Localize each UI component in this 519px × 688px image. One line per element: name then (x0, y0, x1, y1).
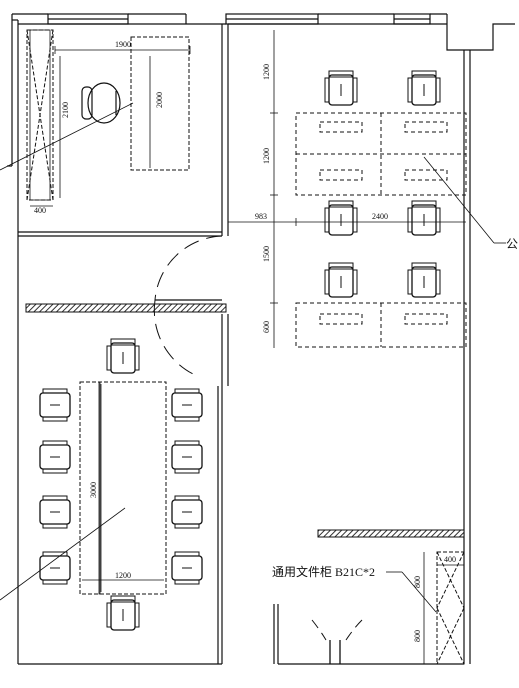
file-cabinets (436, 551, 465, 665)
dim-2400: 2400 (372, 212, 388, 221)
partition-walls (18, 24, 229, 664)
workstation-chairs (324, 70, 441, 298)
dim-lines-office (0, 46, 191, 207)
dim-1200-a: 1200 (262, 64, 271, 80)
dim-983: 983 (255, 212, 267, 221)
dim-lines-meeting (0, 384, 164, 601)
dim-1500: 1500 (262, 246, 271, 262)
hatched-wall-right (317, 529, 465, 538)
door-swing-lower (311, 619, 363, 641)
cabinet-inner (29, 29, 51, 201)
meeting-table-inner (98, 381, 101, 595)
dim-2100: 2100 (61, 102, 70, 118)
dim-2000: 2000 (155, 92, 164, 108)
dim-400-top: 400 (34, 206, 46, 215)
office-cabinet (26, 29, 54, 201)
dim-1200-b: 1200 (262, 148, 271, 164)
dim-3000: 3000 (89, 482, 98, 498)
dim-400-cabinet: 400 (444, 555, 456, 564)
office-desk (130, 36, 190, 171)
dim-600: 600 (262, 321, 271, 333)
office-chair (81, 82, 121, 124)
door-swing-upper (153, 235, 223, 376)
dim-1200-meeting: 1200 (115, 571, 131, 580)
dim-lines-cabinets (386, 552, 464, 664)
dim-lines-open-office (228, 30, 506, 348)
workstation-desks (295, 112, 467, 348)
meeting-chairs (39, 338, 203, 631)
dim-1900: 1900 (115, 40, 131, 49)
outer-walls (7, 13, 515, 665)
hatched-wall-left (25, 303, 227, 313)
dim-800-b: 800 (413, 630, 422, 642)
callout-label: 公 (506, 237, 518, 251)
cabinet-label: 通用文件柜 B21C*2 (272, 564, 375, 579)
meeting-table (79, 381, 167, 595)
dim-800-a: 800 (413, 576, 422, 588)
